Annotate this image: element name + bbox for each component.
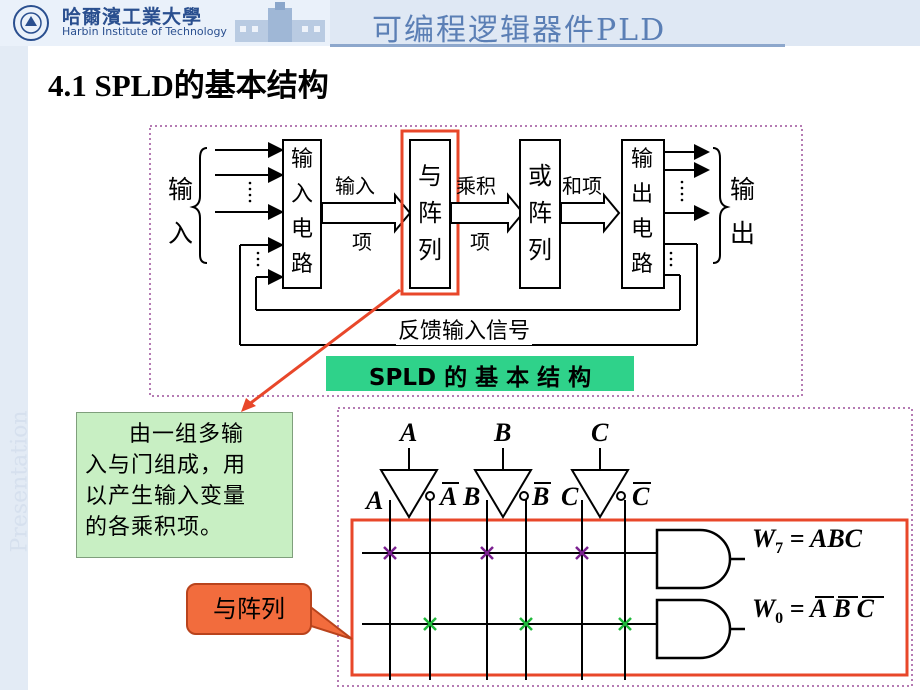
- output-circuit-label: 输出 电路: [630, 147, 653, 277]
- logic-diagram-frame: [337, 407, 913, 687]
- school-name-en: Harbin Institute of Technology: [62, 25, 227, 38]
- school-name-cn: 哈爾濱工業大學: [62, 6, 203, 28]
- buffer-a-true: A: [366, 486, 384, 515]
- caption-background: [326, 356, 634, 391]
- cross-marks-w0: [423, 617, 632, 631]
- input-circuit-box: [282, 139, 322, 289]
- input-a-label: A: [400, 418, 418, 447]
- course-title: 可编程逻辑器件PLD: [372, 13, 667, 48]
- input-b-label: B: [494, 418, 512, 447]
- and-array-label: 与阵列: [418, 162, 442, 264]
- cross-marks-w7: [383, 546, 589, 560]
- and-array-callout: 由一组多输 入与门组成，用 以产生输入变量 的各乘积项。: [76, 412, 293, 558]
- or-array-label: 或阵列: [528, 162, 552, 264]
- output-brace: [712, 147, 731, 264]
- buffer-b-complement: B: [532, 482, 550, 511]
- callout-line-2: 入与门组成，用: [85, 453, 247, 478]
- callout-pointer: [247, 288, 401, 407]
- output-label: 输出: [730, 175, 756, 248]
- and-array-region: [350, 518, 909, 677]
- vertical-input-lines: [389, 500, 626, 680]
- product-term-arrow: [450, 192, 525, 234]
- callout-line-4: 的各乘积项。: [85, 515, 224, 540]
- input-ellipsis: [248, 181, 260, 267]
- input-term-label-bottom: 项: [352, 230, 372, 254]
- buffer-c-complement: C: [632, 482, 650, 511]
- school-logo-area: 哈爾濱工業大學 Harbin Institute of Technology: [0, 0, 330, 46]
- and-gates: [655, 528, 745, 660]
- page-title: 4.1 SPLD的基本结构: [48, 68, 329, 103]
- buffer-a-complement: A: [440, 482, 458, 511]
- block-diagram-frame: [149, 125, 803, 397]
- product-lines: [362, 552, 657, 625]
- input-label: 输入: [168, 175, 194, 248]
- or-array-box: [519, 139, 561, 289]
- input-brace: [189, 147, 208, 264]
- input-c-label: C: [591, 418, 609, 447]
- product-term-label-top: 乘积: [456, 174, 496, 198]
- buffer-c-true: C: [561, 482, 579, 511]
- product-term-label-bottom: 项: [470, 230, 490, 254]
- sum-term-arrow: [560, 192, 621, 234]
- school-emblem-icon: [13, 5, 49, 41]
- diagram-caption: SPLD 的 基 本 结 构: [368, 365, 592, 391]
- feedback-label: 反馈输入信号: [396, 313, 533, 345]
- input-arrows: [215, 142, 698, 346]
- sum-term-label: 和项: [562, 174, 602, 198]
- w7-equation: W7 = ABC: [752, 524, 863, 558]
- and-array-tag: 与阵列: [186, 583, 312, 635]
- input-term-label-top: 输入: [335, 174, 375, 198]
- callout-line-1: 由一组多输: [129, 422, 245, 447]
- callout-line-3: 以产生输入变量: [85, 484, 247, 509]
- output-arrows: [664, 144, 710, 221]
- complement-overbars: [442, 482, 884, 598]
- header-rule: [330, 44, 785, 47]
- input-circuit-label: 输入 电路: [290, 147, 313, 277]
- input-buffers: [379, 448, 630, 519]
- left-sidebar-stripe: [0, 46, 28, 690]
- campus-building-icon: [235, 2, 325, 42]
- buffer-b-true: B: [463, 482, 481, 511]
